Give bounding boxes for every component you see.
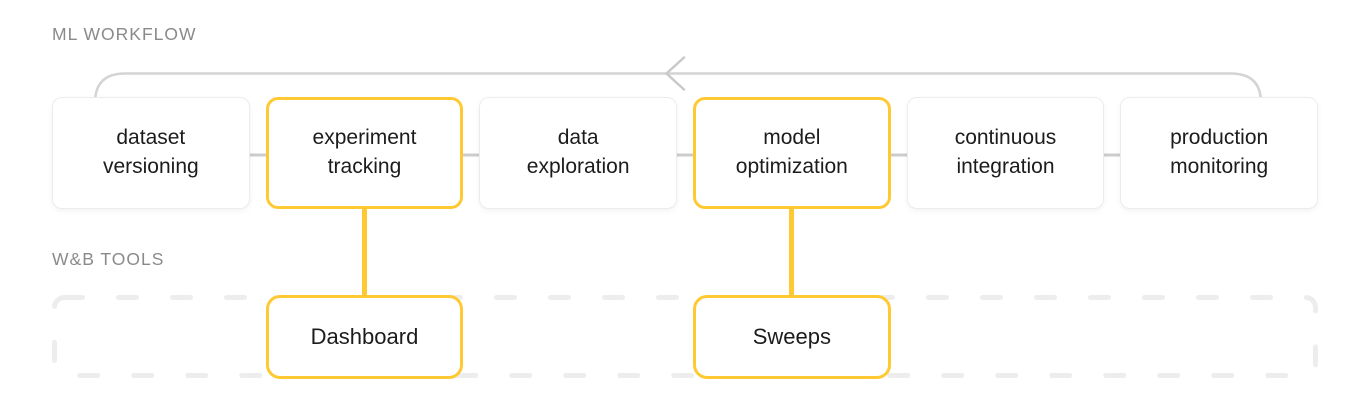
step-label-line: continuous — [954, 126, 1057, 150]
step-continuous-integration: continuous integration — [906, 97, 1105, 209]
step-model-optimization: model optimization — [693, 97, 891, 209]
connector-optimization-to-sweeps — [789, 209, 795, 295]
step-experiment-tracking: experiment tracking — [265, 97, 464, 209]
workflow-section-label: ML WORKFLOW — [52, 24, 197, 44]
tool-dashboard: Dashboard — [265, 295, 464, 379]
connector-tracking-to-dashboard — [361, 209, 367, 295]
tools-section-label: W&B TOOLS — [52, 249, 165, 269]
step-label-line: dataset — [116, 126, 186, 150]
step-label-line: versioning — [102, 155, 199, 178]
step-label-line: tracking — [327, 155, 402, 178]
feedback-loop-line — [93, 72, 1263, 106]
step-label-line: optimization — [735, 155, 848, 178]
arrow-left-icon — [665, 56, 686, 91]
step-label-line: data — [557, 126, 599, 150]
step-label-line: exploration — [526, 155, 630, 178]
step-production-monitoring: production monitoring — [1120, 97, 1318, 209]
step-dataset-versioning: dataset versioning — [52, 97, 250, 209]
tool-label: Sweeps — [752, 324, 831, 349]
tool-sweeps: Sweeps — [693, 295, 891, 379]
step-label-line: monitoring — [1170, 155, 1269, 178]
step-label-line: experiment — [312, 126, 417, 150]
step-data-exploration: data exploration — [479, 97, 677, 209]
workflow-grid: dataset versioning experiment tracking d… — [52, 97, 1318, 379]
step-label-line: production — [1170, 126, 1269, 150]
tools-dashed-container — [52, 295, 1318, 378]
step-label-line: model — [763, 126, 821, 150]
tool-label: Dashboard — [310, 324, 419, 349]
step-label-line: integration — [956, 155, 1055, 178]
